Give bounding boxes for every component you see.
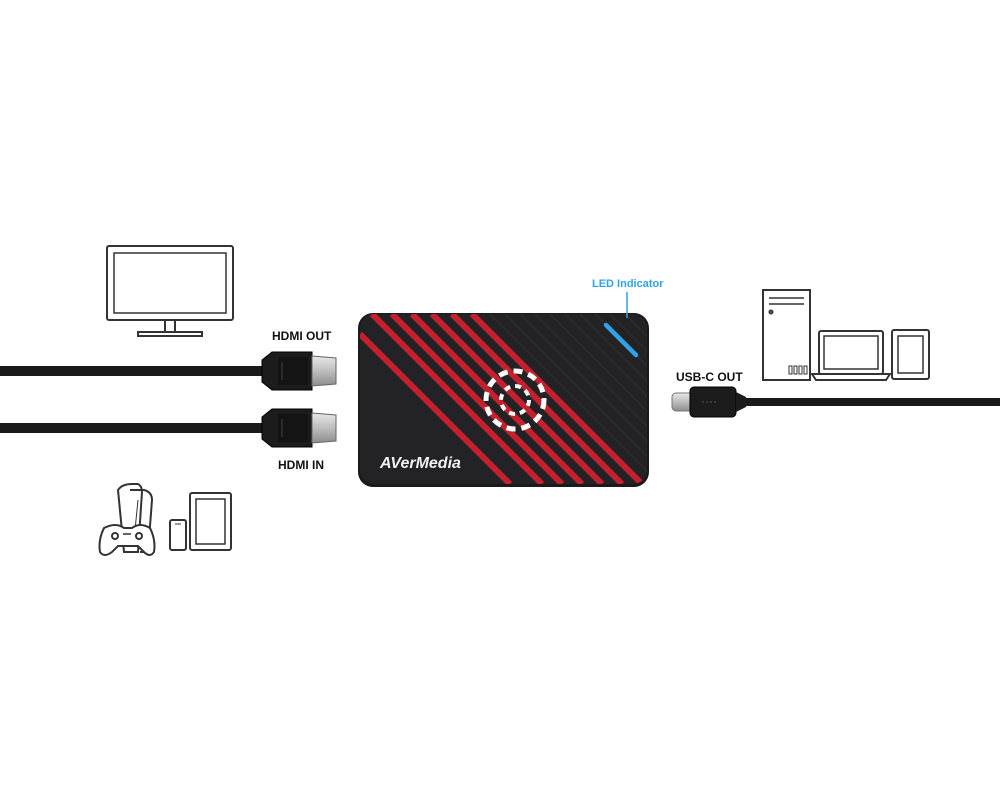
led-indicator-label: LED Indicator [592,278,664,290]
led-light [603,322,639,358]
usbc-cable [671,386,1000,418]
capture-device: AVerMedia [358,313,649,487]
gamepad-icon [98,524,156,556]
hdmi-in-cable [0,408,337,448]
smartphone-icon [169,519,187,551]
laptop-icon [810,330,892,381]
tablet-icon-right [891,329,930,380]
tablet-icon [189,492,232,551]
desktop-tower-icon [762,289,811,381]
hdmi-out-cable [0,351,337,391]
device-emblem [483,368,547,432]
monitor-icon [106,245,234,337]
brand-logo: AVerMedia [379,455,461,472]
hdmi-out-label: HDMI OUT [272,329,332,343]
hdmi-in-label: HDMI IN [278,458,324,472]
usbc-out-label: USB-C OUT [676,370,743,384]
